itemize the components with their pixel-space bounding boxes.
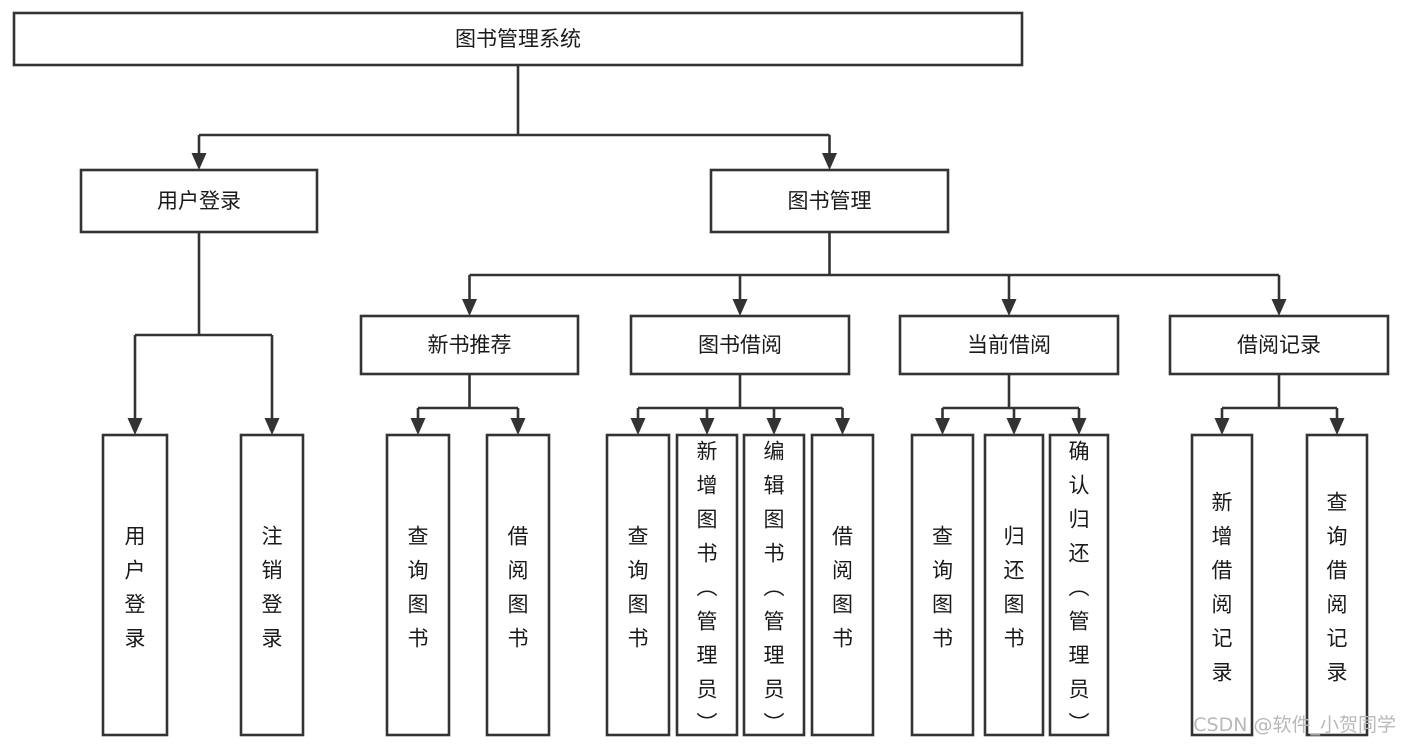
csdn-watermark: CSDN @软件_小贺同学 [1193, 714, 1396, 736]
node-box[interactable] [983, 433, 1045, 737]
arrow-head-icon [699, 418, 715, 435]
diagram-node-leaf10[interactable]: 归还图书 [983, 433, 1045, 737]
arrow-head-icon [1214, 418, 1230, 435]
arrow-head-icon [1006, 418, 1022, 435]
node-label: 新增借阅记录 [1212, 491, 1233, 685]
arrow-head-icon [935, 418, 950, 435]
diagram-node-leaf2[interactable]: 注销登录 [239, 433, 305, 737]
diagram-node-leaf11[interactable]: 确认归还︵管理员︶ [1048, 433, 1110, 737]
connector-group-root [191, 65, 837, 170]
arrow-head-icon [510, 418, 526, 435]
connector-layer [127, 65, 1345, 435]
node-label: 新书推荐 [428, 333, 512, 357]
diagram-node-record[interactable]: 借阅记录 [1168, 314, 1390, 376]
diagram-node-login[interactable]: 用户登录 [79, 168, 319, 234]
connector-group-login [127, 232, 280, 435]
diagram-node-leaf9[interactable]: 查询图书 [910, 433, 975, 737]
diagram-node-root[interactable]: 图书管理系统 [12, 11, 1024, 67]
node-label: 编辑图书︵管理员︶ [764, 440, 785, 736]
diagram-node-leaf12[interactable]: 新增借阅记录 [1190, 433, 1254, 737]
arrow-head-icon [835, 418, 850, 435]
node-label: 查询图书 [408, 525, 429, 651]
node-box[interactable] [709, 168, 950, 234]
arrow-head-icon [191, 153, 207, 170]
arrow-head-icon [264, 418, 280, 435]
node-label: 查询借阅记录 [1327, 491, 1348, 685]
node-box[interactable] [79, 168, 319, 234]
diagram-node-borrow[interactable]: 图书借阅 [629, 314, 851, 376]
connector-group-borrow [630, 374, 850, 435]
node-box[interactable] [675, 433, 739, 737]
arrow-head-icon [1271, 299, 1287, 316]
arrow-head-icon [1329, 418, 1345, 435]
arrow-head-icon [1001, 299, 1017, 316]
node-box[interactable] [12, 11, 1024, 67]
node-box[interactable] [101, 433, 169, 737]
node-label: 图书管理系统 [455, 27, 581, 51]
node-box[interactable] [485, 433, 551, 737]
node-box[interactable] [629, 314, 851, 376]
node-label: 图书借阅 [698, 333, 782, 357]
node-box[interactable] [1190, 433, 1254, 737]
node-label: 借阅图书 [832, 525, 853, 651]
node-label: 注销登录 [262, 525, 283, 651]
node-label: 归还图书 [1004, 525, 1025, 651]
arrow-head-icon [630, 418, 646, 435]
node-layer: 图书管理系统用户登录图书管理新书推荐图书借阅当前借阅借阅记录用户登录注销登录查询… [12, 11, 1390, 737]
node-box[interactable] [1305, 433, 1369, 737]
diagram-node-leaf6[interactable]: 新增图书︵管理员︶ [675, 433, 739, 737]
node-label: 查询图书 [932, 525, 953, 651]
arrow-head-icon [410, 418, 426, 435]
node-label: 当前借阅 [967, 333, 1051, 357]
arrow-head-icon [462, 299, 477, 316]
diagram-node-leaf5[interactable]: 查询图书 [605, 433, 671, 737]
diagram-node-current[interactable]: 当前借阅 [898, 314, 1120, 376]
node-box[interactable] [910, 433, 975, 737]
node-box[interactable] [742, 433, 806, 737]
node-label: 用户登录 [125, 525, 146, 651]
node-label: 新增图书︵管理员︶ [697, 440, 718, 736]
node-label: 用户登录 [157, 189, 241, 213]
diagram-node-leaf13[interactable]: 查询借阅记录 [1305, 433, 1369, 737]
node-box[interactable] [239, 433, 305, 737]
node-box[interactable] [1168, 314, 1390, 376]
diagram-node-leaf8[interactable]: 借阅图书 [810, 433, 875, 737]
node-box[interactable] [810, 433, 875, 737]
node-label: 借阅记录 [1237, 333, 1321, 357]
node-label: 借阅图书 [508, 525, 529, 651]
node-box[interactable] [385, 433, 451, 737]
arrow-head-icon [127, 418, 143, 435]
node-label: 查询图书 [628, 525, 649, 651]
node-box[interactable] [359, 314, 580, 376]
node-box[interactable] [1048, 433, 1110, 737]
diagram-node-leaf4[interactable]: 借阅图书 [485, 433, 551, 737]
node-label: 图书管理 [788, 189, 872, 213]
diagram-node-leaf1[interactable]: 用户登录 [101, 433, 169, 737]
arrow-head-icon [732, 299, 748, 316]
arrow-head-icon [766, 418, 782, 435]
diagram-node-leaf7[interactable]: 编辑图书︵管理员︶ [742, 433, 806, 737]
arrow-head-icon [1071, 418, 1087, 435]
connector-group-current [935, 374, 1087, 435]
node-box[interactable] [605, 433, 671, 737]
diagram-node-newbook[interactable]: 新书推荐 [359, 314, 580, 376]
diagram-node-bookmgmt[interactable]: 图书管理 [709, 168, 950, 234]
arrow-head-icon [822, 153, 837, 170]
connector-group-bookmgmt [462, 232, 1287, 316]
node-box[interactable] [898, 314, 1120, 376]
connector-group-newbook [410, 374, 526, 435]
connector-group-record [1214, 374, 1345, 435]
node-label: 确认归还︵管理员︶ [1069, 440, 1090, 736]
diagram-node-leaf3[interactable]: 查询图书 [385, 433, 451, 737]
